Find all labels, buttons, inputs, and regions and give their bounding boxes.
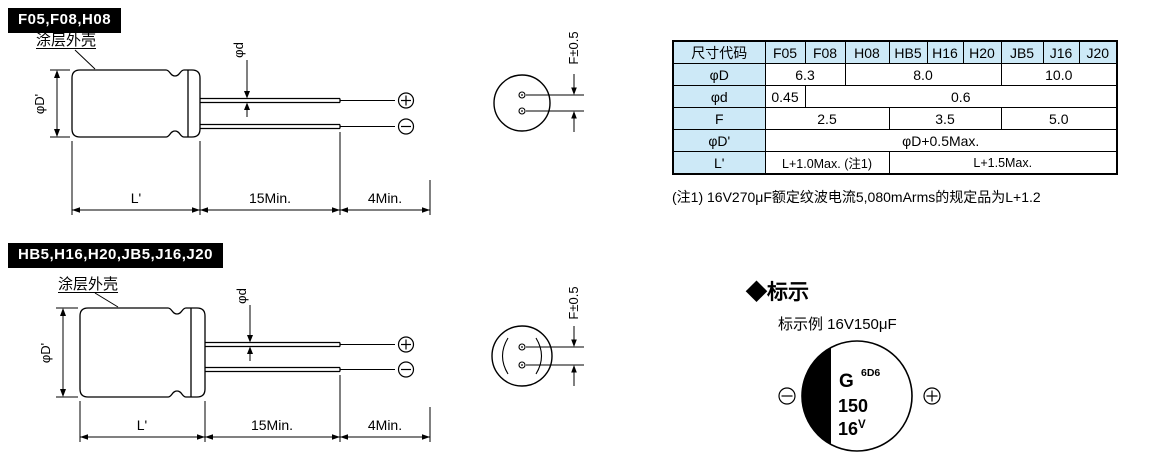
dim-label-lead-tip-bottom: 4Min.	[368, 417, 402, 433]
row-label-cell: L'	[672, 151, 766, 175]
marking-voltage-unit: V	[858, 419, 866, 431]
table-row: F 2.5 3.5 5.0	[672, 107, 1118, 130]
dimension-code-table: 尺寸代码 F05 F08 H08 HB5 H16 H20 JB5 J16 J20…	[672, 40, 1118, 175]
dim-label-lead-diameter-bottom: φd	[234, 288, 249, 304]
table-header-cell: HB5	[888, 40, 928, 64]
sleeve-label-bottom: 涂层外壳	[58, 276, 119, 293]
capacitor-side-view-top	[71, 49, 395, 138]
negative-polarity-stripe	[801, 347, 831, 445]
group-label-bottom: HB5,H16,H20,JB5,J16,J20	[8, 243, 223, 268]
table-header-cell: J16	[1042, 40, 1080, 64]
plus-icon	[397, 92, 415, 109]
table-row: L' L+1.0Max. (注1) L+1.5Max.	[672, 151, 1118, 175]
dim-label-lead-tip-top: 4Min.	[368, 190, 402, 206]
dim-label-body-diameter-top: φD'	[32, 94, 47, 114]
table-cell: 5.0	[1000, 107, 1118, 130]
table-cell: 0.45	[764, 85, 806, 108]
table-cell: 8.0	[844, 63, 1002, 86]
table-row: φD' φD+0.5Max.	[672, 129, 1118, 152]
table-header-cell: JB5	[1000, 40, 1044, 64]
dimensions-top	[50, 60, 431, 215]
capacitor-side-view-bottom	[79, 292, 395, 398]
plus-icon	[923, 387, 941, 405]
table-header-cell: F08	[804, 40, 846, 64]
table-cell: 2.5	[764, 107, 890, 130]
plus-icon	[397, 336, 415, 353]
marking-diagram: G 6D6 150 16V	[778, 340, 941, 452]
table-cell: L+1.5Max.	[888, 151, 1118, 175]
minus-icon	[397, 118, 415, 135]
table-cell: 0.6	[804, 85, 1118, 108]
table-cell: 10.0	[1000, 63, 1118, 86]
table-header-cell: F05	[764, 40, 806, 64]
row-label-cell: φD'	[672, 129, 766, 152]
table-header-row: 尺寸代码 F05 F08 H08 HB5 H16 H20 JB5 J16 J20	[672, 40, 1118, 64]
table-cell: L+1.0Max. (注1)	[764, 151, 890, 175]
capacitor-end-view-top	[493, 74, 584, 132]
capacitor-end-view-bottom	[491, 325, 584, 387]
table-header-cell: J20	[1078, 40, 1118, 64]
dim-label-lead-pitch-bottom: F±0.5	[566, 286, 581, 319]
dimensions-bottom	[56, 305, 431, 442]
row-label-cell: φd	[672, 85, 766, 108]
table-header-cell: H16	[926, 40, 964, 64]
marking-section-title: ◆标示	[746, 281, 809, 304]
dim-label-lead-length-top: 15Min.	[249, 190, 291, 206]
minus-icon	[397, 361, 415, 378]
sleeve-label-top: 涂层外壳	[36, 32, 97, 49]
table-header-cell: H20	[962, 40, 1002, 64]
minus-icon	[778, 387, 796, 405]
table-note: (注1) 16V270μF额定纹波电流5,080mArms的规定品为L+1.2	[672, 189, 1041, 205]
dim-label-body-length-bottom: L'	[137, 417, 147, 433]
table-row: φd 0.45 0.6	[672, 85, 1118, 108]
dim-label-lead-diameter-top: φd	[231, 42, 246, 58]
dim-label-body-diameter-bottom: φD'	[38, 343, 53, 363]
table-cell: φD+0.5Max.	[764, 129, 1118, 152]
group-label-top: F05,F08,H08	[8, 8, 122, 33]
capacitor-drawings: φD' φd L' 15Min. 4Min. F±0.5 φD' φd L' 1…	[32, 31, 584, 442]
dim-label-lead-length-bottom: 15Min.	[251, 417, 293, 433]
table-cell: 3.5	[888, 107, 1002, 130]
table-row: φD 6.3 8.0 10.0	[672, 63, 1118, 86]
dim-label-body-length-top: L'	[131, 190, 141, 206]
row-label-cell: F	[672, 107, 766, 130]
table-cell: 6.3	[764, 63, 846, 86]
table-header-cell: 尺寸代码	[672, 40, 766, 64]
marking-voltage: 16V	[838, 419, 866, 439]
marking-series-letter: G	[839, 371, 854, 392]
marking-lot-code: 6D6	[861, 367, 880, 379]
marking-example-label: 标示例 16V150μF	[778, 316, 897, 333]
table-header-cell: H08	[844, 40, 890, 64]
marking-capacitance: 150	[838, 396, 868, 416]
row-label-cell: φD	[672, 63, 766, 86]
dim-label-lead-pitch-top: F±0.5	[566, 31, 581, 64]
